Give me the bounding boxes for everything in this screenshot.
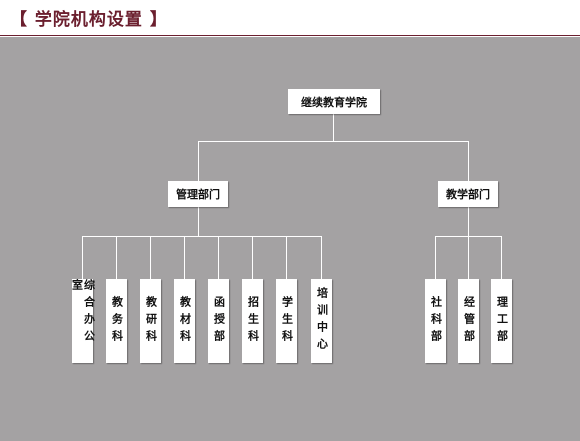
connector-leaf	[435, 236, 436, 279]
connector-leaf	[116, 236, 117, 279]
connector-branch-2-down	[468, 207, 469, 236]
org-leaf-node: 社科部	[425, 279, 446, 363]
connector-leaf	[218, 236, 219, 279]
org-branch-teaching: 教学部门	[438, 181, 498, 207]
connector-branch-1-down	[198, 207, 199, 236]
org-leaf-label: 经管部	[462, 295, 476, 347]
org-leaf-node: 培训中心	[311, 279, 332, 363]
org-leaf-label: 学生科	[280, 295, 294, 347]
connector-root-bar	[198, 141, 469, 142]
org-root-node: 继续教育学院	[288, 89, 380, 114]
org-leaf-label: 教务科	[110, 295, 124, 347]
connector-leaf	[321, 236, 322, 279]
connector-leaf	[468, 236, 469, 279]
connector-leaf	[82, 236, 83, 279]
org-branch-label: 管理部门	[176, 188, 220, 201]
page-header: 【 学院机构设置 】	[0, 0, 580, 36]
org-leaf-label: 理工部	[495, 295, 509, 347]
org-leaf-node: 招生科	[242, 279, 263, 363]
header-divider	[0, 35, 580, 36]
org-leaf-label: 函授部	[212, 295, 226, 347]
org-leaf-label: 综合办公室	[70, 279, 96, 347]
org-chart: 继续教育学院 管理部门 教学部门 综合办公室 教务科 教研科 教材科 函授部 招…	[0, 37, 580, 441]
org-branch-label: 教学部门	[446, 188, 490, 201]
org-branch-management: 管理部门	[168, 181, 228, 207]
org-leaf-node: 教材科	[174, 279, 195, 363]
org-leaf-node: 学生科	[276, 279, 297, 363]
connector-leaf	[150, 236, 151, 279]
org-leaf-node: 综合办公室	[70, 279, 96, 363]
org-leaf-node: 教务科	[106, 279, 127, 363]
connector-leaf	[286, 236, 287, 279]
org-leaf-label: 教材科	[178, 295, 192, 347]
org-leaf-node: 教研科	[140, 279, 161, 363]
connector-branch-1-up	[198, 141, 199, 181]
org-leaf-label: 招生科	[246, 295, 260, 347]
org-leaf-node: 经管部	[458, 279, 479, 363]
page-title: 【 学院机构设置 】	[10, 10, 168, 30]
connector-leaf	[501, 236, 502, 279]
connector-leaf	[252, 236, 253, 279]
org-root-label: 继续教育学院	[301, 95, 367, 109]
connector-branch-2-up	[468, 141, 469, 181]
org-leaf-label: 社科部	[429, 295, 443, 347]
org-leaf-node: 函授部	[208, 279, 229, 363]
connector-leaf	[184, 236, 185, 279]
connector-root-down	[333, 113, 334, 141]
org-leaf-label: 教研科	[144, 295, 158, 347]
connector-branch-1-bar	[82, 236, 322, 237]
org-leaf-label: 培训中心	[315, 287, 329, 355]
org-leaf-node: 理工部	[491, 279, 512, 363]
